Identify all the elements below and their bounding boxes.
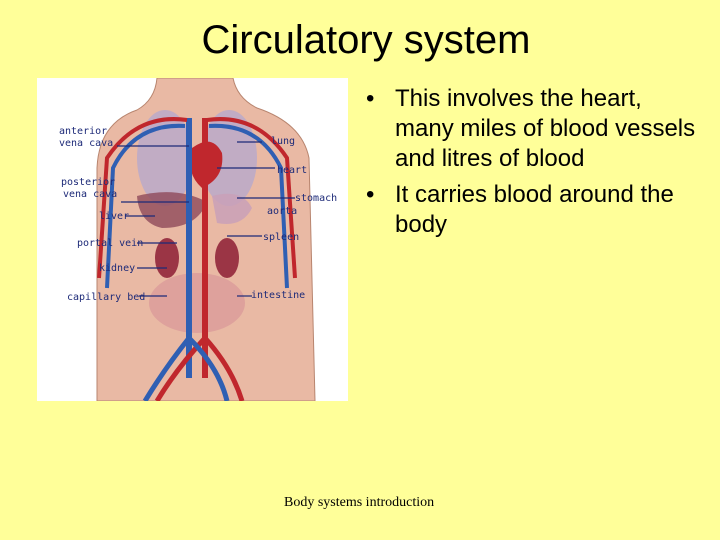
- bullet-text: This involves the heart, many miles of b…: [395, 85, 696, 172]
- right-leg-vein: [187, 336, 230, 401]
- right-lung: [201, 110, 257, 206]
- label-portal-vein: portal vein: [77, 238, 144, 249]
- label-kidney: kidney: [99, 263, 136, 274]
- left-leg-artery: [154, 336, 207, 401]
- right-kidney: [215, 238, 239, 278]
- label-stomach: stomach: [295, 193, 338, 204]
- intestine: [149, 273, 245, 333]
- left-leg-vein: [142, 336, 191, 401]
- label-liver: liver: [99, 211, 130, 222]
- stomach: [212, 193, 252, 224]
- label-vena-cava-2: vena cava: [63, 189, 118, 200]
- slide-title: Circulatory system: [201, 18, 531, 62]
- bullet-item: • This involves the heart, many miles of…: [366, 84, 706, 174]
- right-arm-vessels: [206, 117, 297, 279]
- label-capillary-bed: capillary bed: [67, 292, 146, 303]
- bullet-glyph: •: [366, 85, 375, 112]
- bullet-glyph: •: [366, 181, 375, 208]
- label-anterior: anterior: [59, 126, 108, 137]
- left-lung: [137, 110, 193, 206]
- label-spleen: spleen: [263, 232, 300, 243]
- label-intestine: intestine: [251, 290, 306, 301]
- slide-footer: Body systems introduction: [284, 495, 435, 510]
- left-kidney: [155, 238, 179, 278]
- left-arm-vessels: [97, 117, 188, 279]
- right-arm-vein: [208, 123, 289, 289]
- label-posterior: posterior: [61, 177, 116, 188]
- bullet-list: • This involves the heart, many miles of…: [366, 84, 706, 246]
- circulatory-diagram: anterior vena cava posterior vena cava l…: [37, 78, 348, 401]
- bullet-text: It carries blood around the body: [395, 181, 674, 238]
- label-vena-cava-1: vena cava: [59, 138, 114, 149]
- label-aorta: aorta: [267, 206, 298, 217]
- bullet-item: • It carries blood around the body: [366, 180, 706, 240]
- label-lung: lung: [271, 136, 296, 147]
- body-illustration: [96, 78, 316, 401]
- label-heart: heart: [277, 165, 308, 176]
- left-arm-vein: [105, 123, 186, 289]
- right-leg-artery: [203, 336, 245, 401]
